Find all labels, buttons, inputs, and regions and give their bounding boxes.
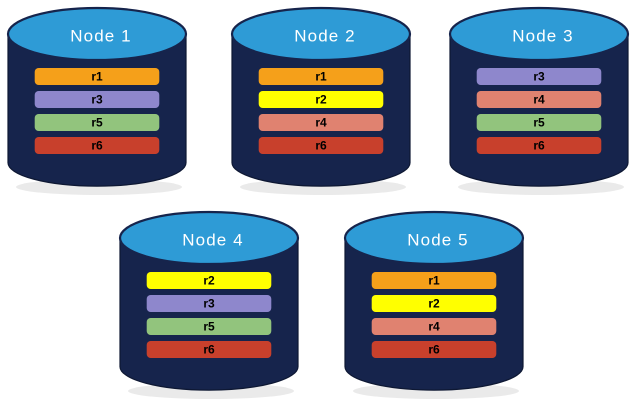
replica-r6[interactable]: r6 (371, 341, 497, 358)
replica-bar-r3[interactable] (476, 68, 602, 85)
replica-bar-r6[interactable] (34, 137, 160, 154)
replica-r6[interactable]: r6 (34, 137, 160, 154)
replica-label-r2: r2 (203, 274, 215, 288)
replica-bar-r4[interactable] (476, 91, 602, 108)
replica-r2[interactable]: r2 (371, 295, 497, 312)
replica-label-r1: r1 (91, 70, 103, 84)
replica-bar-r2[interactable] (258, 91, 384, 108)
replica-r4[interactable]: r4 (258, 114, 384, 131)
replica-label-r4: r4 (315, 116, 327, 130)
replica-r1[interactable]: r1 (371, 272, 497, 289)
replica-r6[interactable]: r6 (476, 137, 602, 154)
replica-bar-r4[interactable] (258, 114, 384, 131)
replica-label-r6: r6 (428, 343, 440, 357)
replica-bar-r5[interactable] (34, 114, 160, 131)
replica-label-r6: r6 (203, 343, 215, 357)
node-cylinder-4[interactable]: Node 4 r2 r3 r5 r6 (118, 210, 300, 399)
replica-bar-r1[interactable] (34, 68, 160, 85)
replica-label-r4: r4 (428, 320, 440, 334)
replica-bar-r1[interactable] (371, 272, 497, 289)
replica-bar-r6[interactable] (476, 137, 602, 154)
replica-r6[interactable]: r6 (258, 137, 384, 154)
node-label: Node 5 (407, 230, 468, 249)
replica-bar-r3[interactable] (34, 91, 160, 108)
replica-label-r5: r5 (91, 116, 103, 130)
replica-label-r6: r6 (315, 139, 327, 153)
replica-r3[interactable]: r3 (476, 68, 602, 85)
replica-bar-r2[interactable] (146, 272, 272, 289)
node-cylinder-2[interactable]: Node 2 r1 r2 r4 r6 (230, 6, 412, 195)
replica-r6[interactable]: r6 (146, 341, 272, 358)
replica-r4[interactable]: r4 (371, 318, 497, 335)
replica-bar-r6[interactable] (146, 341, 272, 358)
replica-label-r3: r3 (91, 93, 103, 107)
replica-bar-r5[interactable] (146, 318, 272, 335)
node-label: Node 2 (294, 26, 355, 45)
replica-label-r5: r5 (533, 116, 545, 130)
cylinder-top-face (230, 6, 412, 62)
replica-label-r1: r1 (315, 70, 327, 84)
node-cylinder-3[interactable]: Node 3 r3 r4 r5 r6 (448, 6, 630, 195)
replica-r4[interactable]: r4 (476, 91, 602, 108)
cylinder-top-face (343, 210, 525, 266)
replica-r2[interactable]: r2 (258, 91, 384, 108)
replica-label-r3: r3 (533, 70, 545, 84)
replica-label-r3: r3 (203, 297, 215, 311)
cylinder-top-face (118, 210, 300, 266)
replica-r2[interactable]: r2 (146, 272, 272, 289)
cylinder-top-face (6, 6, 188, 62)
node-cylinder-5[interactable]: Node 5 r1 r2 r4 r6 (343, 210, 525, 399)
replica-bar-r2[interactable] (371, 295, 497, 312)
replica-r3[interactable]: r3 (34, 91, 160, 108)
replica-r3[interactable]: r3 (146, 295, 272, 312)
replica-bar-r3[interactable] (146, 295, 272, 312)
replica-r5[interactable]: r5 (476, 114, 602, 131)
replica-label-r4: r4 (533, 93, 545, 107)
node-cylinder-1[interactable]: Node 1 r1 r3 r5 r6 (6, 6, 188, 195)
replica-r5[interactable]: r5 (34, 114, 160, 131)
replica-bar-r1[interactable] (258, 68, 384, 85)
replica-bar-r4[interactable] (371, 318, 497, 335)
replica-r1[interactable]: r1 (34, 68, 160, 85)
replica-label-r2: r2 (428, 297, 440, 311)
node-label: Node 4 (182, 230, 243, 249)
replica-r1[interactable]: r1 (258, 68, 384, 85)
replica-bar-r6[interactable] (371, 341, 497, 358)
replica-bar-r5[interactable] (476, 114, 602, 131)
replica-r5[interactable]: r5 (146, 318, 272, 335)
node-label: Node 3 (512, 26, 573, 45)
node-label: Node 1 (70, 26, 131, 45)
replica-label-r6: r6 (533, 139, 545, 153)
replica-label-r6: r6 (91, 139, 103, 153)
replica-bar-r6[interactable] (258, 137, 384, 154)
cylinder-top-face (448, 6, 630, 62)
replica-label-r2: r2 (315, 93, 327, 107)
replica-label-r1: r1 (428, 274, 440, 288)
replica-label-r5: r5 (203, 320, 215, 334)
